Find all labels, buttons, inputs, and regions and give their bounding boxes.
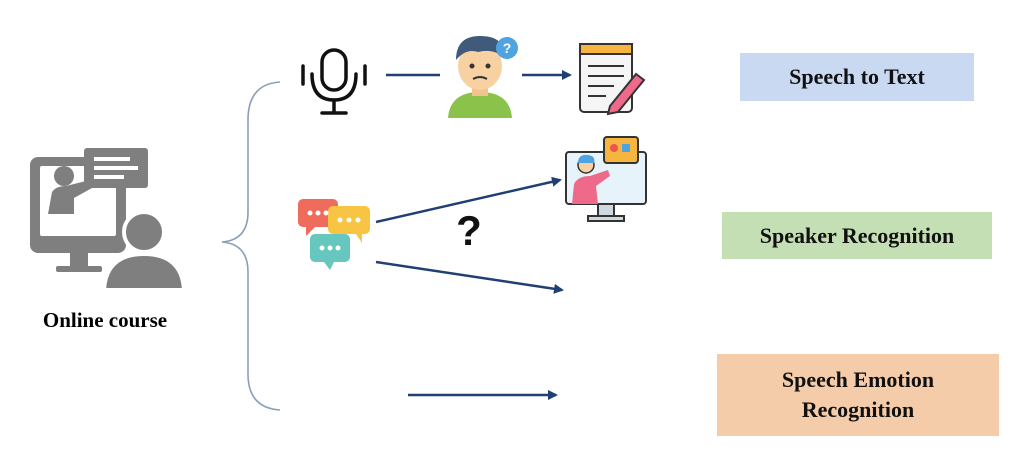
speaker-recognition-box: Speaker Recognition: [722, 212, 992, 259]
online-course-teacher-icon: [30, 148, 187, 292]
confused-student-icon: ?: [448, 36, 518, 118]
online-course-label: Online course: [42, 308, 168, 332]
note-writing-icon: [579, 43, 646, 116]
chat-bubbles-icon: [298, 199, 370, 270]
uncertainty-question-mark: ?: [456, 207, 482, 254]
speaker-recognition-label: Speaker Recognition: [759, 222, 955, 248]
speech-emotion-label-line1: Speech Emotion: [781, 367, 935, 392]
arrow-chat-to-reader: [375, 260, 564, 294]
arrow-chat-to-lecture: [375, 176, 562, 224]
microphone-icon: [301, 48, 367, 115]
grouping-brace: [221, 81, 281, 411]
speech-emotion-label-line2: Recognition: [801, 397, 915, 422]
video-lecture-icon: [565, 136, 647, 222]
connector-arrows: [375, 70, 572, 400]
speech-to-text-box: Speech to Text: [740, 53, 974, 101]
speech-emotion-recognition-box: Speech Emotion Recognition: [717, 354, 999, 436]
speech-to-text-label: Speech to Text: [789, 64, 925, 89]
svg-text:?: ?: [503, 40, 512, 56]
